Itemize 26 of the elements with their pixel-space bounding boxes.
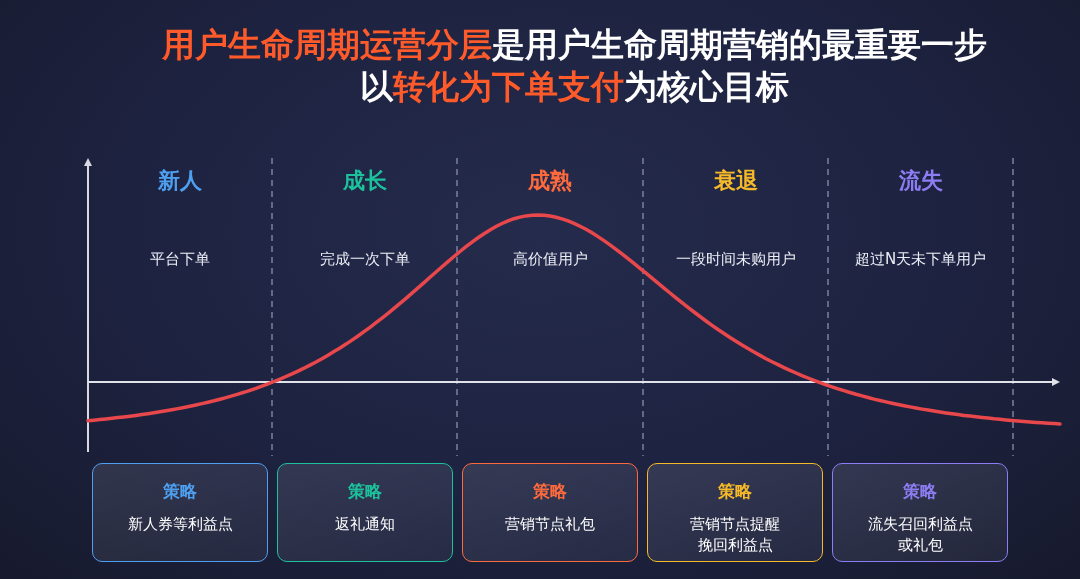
- card-heading: 策略: [533, 480, 567, 502]
- strategy-card: [647, 463, 823, 562]
- card-text: 新人券等利益点: [127, 514, 233, 535]
- stage-description: 平台下单: [149, 249, 211, 270]
- strategy-card: [462, 463, 638, 562]
- strategy-card: [832, 463, 1008, 562]
- stage-description: 超过N天未下单用户: [853, 249, 988, 270]
- stage-description: 完成一次下单: [318, 249, 411, 270]
- stage-heading: 新人: [157, 167, 203, 195]
- card-text: 营销节点礼包: [505, 514, 595, 535]
- stage-description: 一段时间未购用户: [674, 249, 797, 270]
- card-heading: 策略: [903, 480, 937, 502]
- card-text: 流失召回利益点或礼包: [866, 514, 974, 556]
- stage-heading: 成熟: [527, 167, 573, 195]
- stage-heading: 衰退: [712, 167, 759, 195]
- strategy-card: [92, 463, 268, 562]
- card-text: 营销节点提醒挽回利益点: [689, 514, 781, 556]
- stage-heading: 流失: [897, 167, 944, 195]
- title: 用户生命周期运营分层是用户生命周期营销的最重要一步以转化为下单支付为核心目标: [160, 24, 988, 108]
- card-heading: 策略: [163, 480, 197, 502]
- stage-heading: 成长: [341, 167, 388, 195]
- card-text: 返礼通知: [335, 514, 395, 535]
- strategy-card: [277, 463, 453, 562]
- stage-description: 高价值用户: [511, 249, 589, 270]
- card-heading: 策略: [718, 480, 752, 502]
- card-heading: 策略: [348, 480, 382, 502]
